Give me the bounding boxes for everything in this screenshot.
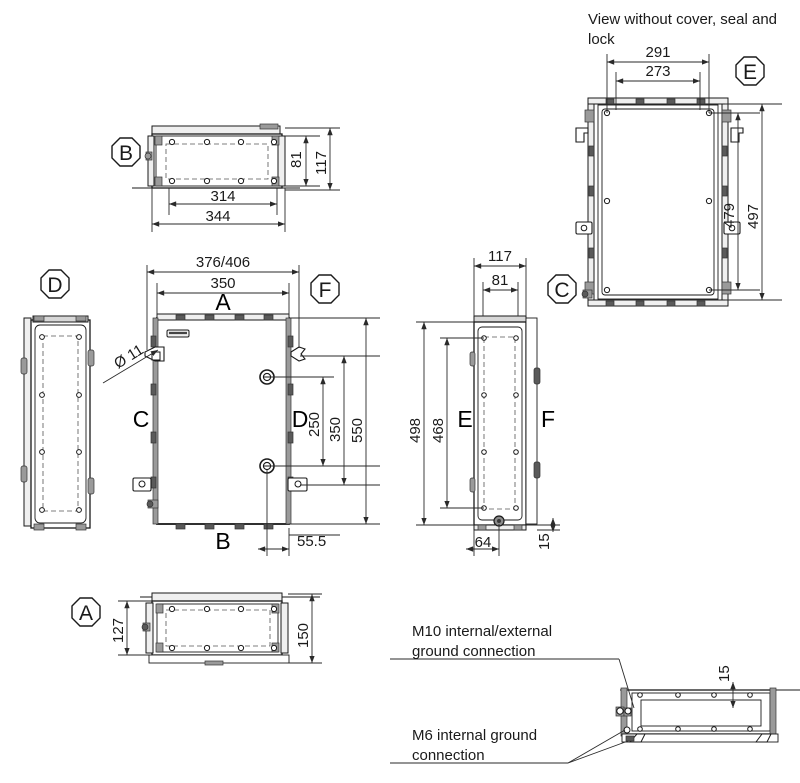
dim-c-64: 64 (475, 534, 492, 551)
no-cover-note-text-line1: View without cover, seal and lock (588, 11, 778, 48)
ground-detail-dimensions (720, 682, 760, 708)
dim-front-350: 350 (210, 275, 235, 292)
dim-front-55-5: 55.5 (297, 533, 326, 550)
view-marker-a-label: A (79, 602, 93, 625)
note-m10-line2: ground connection (412, 643, 535, 660)
view-e-no-cover (575, 97, 744, 307)
front-face-label-right: D (292, 406, 309, 432)
note-m6-line1: M6 internal ground (412, 727, 537, 744)
side-face-label-f: F (541, 406, 555, 432)
view-b-top (132, 123, 300, 189)
m6-ground-stud (623, 726, 631, 734)
dim-a-127: 127 (110, 618, 127, 643)
note-m10-line1: M10 internal/external (412, 623, 552, 640)
view-front-main (132, 313, 308, 530)
dim-b-314: 314 (210, 188, 235, 205)
view-c-dimensions-left (416, 321, 484, 526)
dim-e-291: 291 (645, 44, 670, 61)
view-c-side (469, 315, 541, 531)
dim-e-497: 497 (745, 204, 762, 229)
view-b-dimensions-horizontal (151, 188, 286, 232)
dim-e-479: 479 (721, 203, 738, 228)
view-c-dimensions-top (473, 258, 527, 316)
view-b-dimensions (285, 127, 340, 191)
dim-front-250: 250 (306, 412, 323, 437)
dim-c-15: 15 (536, 533, 553, 550)
view-ground-detail (615, 687, 800, 743)
view-a-dimensions (118, 593, 322, 664)
view-marker-a (71, 597, 101, 627)
no-cover-note: View without cover, seal and lock (588, 10, 778, 50)
dim-front-550: 550 (349, 418, 366, 443)
view-marker-c-label: C (554, 279, 569, 302)
view-d-left-side (20, 315, 95, 531)
view-e-dimensions-top (606, 54, 710, 113)
dim-b-344: 344 (205, 208, 230, 225)
annotation-leader-m10 (390, 658, 635, 709)
front-face-label-left: C (133, 406, 150, 432)
dim-b-117: 117 (313, 151, 330, 175)
annotation-leader-m6 (390, 729, 629, 764)
view-marker-f-label: F (319, 279, 332, 302)
dim-b-81: 81 (288, 151, 305, 168)
dim-c-468: 468 (430, 418, 447, 443)
dim-ground-15: 15 (716, 665, 733, 682)
view-e-dimensions-right (709, 103, 782, 301)
view-a-bottom (140, 592, 320, 666)
view-marker-b (111, 137, 141, 167)
hole-callout-leader (102, 349, 159, 384)
front-dimensions-right (270, 317, 380, 525)
dim-c-498: 498 (407, 418, 424, 443)
view-marker-c (547, 274, 577, 304)
view-marker-e-label: E (743, 61, 757, 84)
m10-ground-stud (615, 706, 632, 717)
view-c-dimensions-bottom (466, 518, 560, 556)
side-face-label-e: E (457, 406, 472, 432)
dim-e-273: 273 (645, 63, 670, 80)
dim-c-117: 117 (488, 248, 512, 265)
view-marker-d-label: D (47, 274, 62, 297)
dim-c-81: 81 (492, 272, 509, 289)
view-marker-f (310, 274, 340, 304)
view-marker-b-label: B (119, 142, 133, 165)
note-m6-line2: connection (412, 747, 485, 764)
dim-front-376-406: 376/406 (196, 254, 250, 271)
view-marker-e (735, 56, 765, 86)
front-face-label-bottom: B (215, 528, 230, 554)
front-dimension-offset (258, 470, 340, 556)
front-dimensions-top (146, 265, 300, 350)
dim-front-350-lock: 350 (327, 417, 344, 442)
dim-a-150: 150 (295, 623, 312, 648)
view-marker-d (40, 269, 70, 299)
